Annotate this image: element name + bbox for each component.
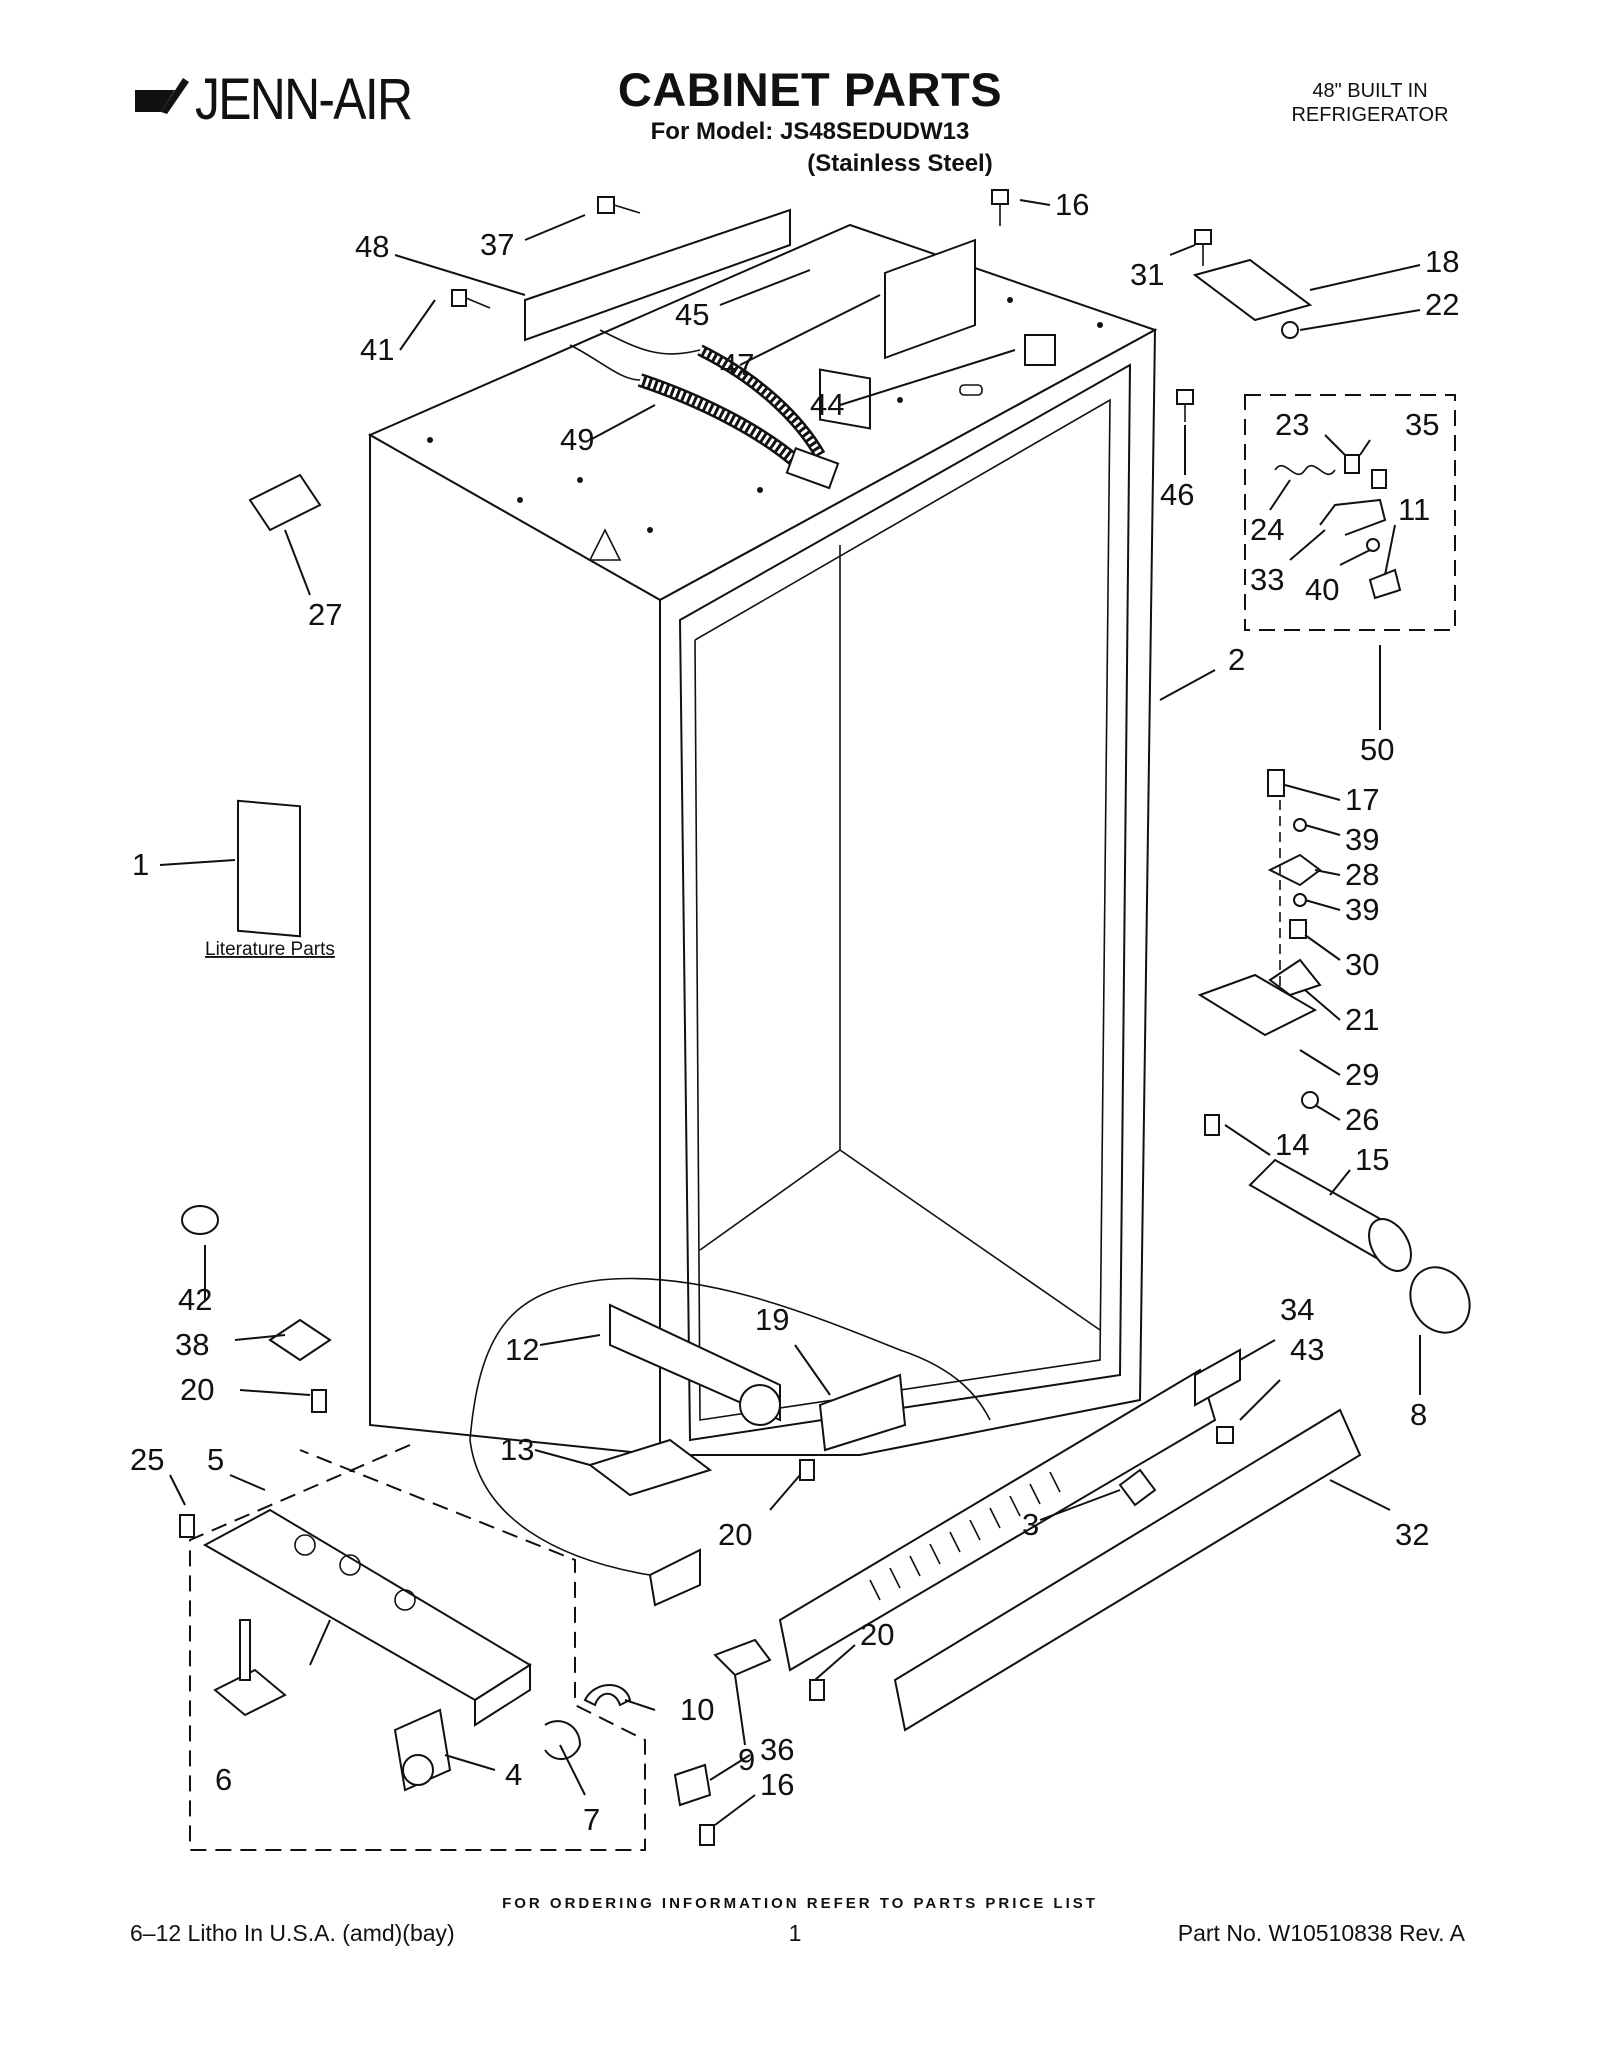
callout-numbers: 1 2 3 4 5 6 7 8 9 10 11 12 13 14 15 16 1… <box>130 187 1459 1837</box>
callout-39-lower: 39 <box>1345 892 1379 927</box>
grille-vents <box>869 1471 1061 1601</box>
callout-23: 23 <box>1275 407 1309 442</box>
roller-wheel <box>393 1708 452 1792</box>
callout-18: 18 <box>1425 244 1459 279</box>
product-type-line1: 48" BUILT IN <box>1312 80 1428 102</box>
base-assembly-box <box>189 1444 646 1851</box>
model-number: For Model: JS48SEDUDW13 <box>650 118 970 145</box>
callout-30: 30 <box>1345 947 1379 982</box>
callout-24: 24 <box>1250 512 1284 547</box>
leader-lines <box>159 199 1421 1826</box>
cabinet-shell <box>367 223 1158 1457</box>
page-number: 1 <box>788 1920 802 1946</box>
grille-screw <box>1216 1426 1234 1444</box>
litho-info: 6–12 Litho In U.S.A. (amd)(bay) <box>130 1920 455 1946</box>
top-trim-panel <box>524 208 791 342</box>
wiring-harness <box>569 329 840 490</box>
machine-compartment <box>469 1277 991 1607</box>
callout-19: 19 <box>755 1302 789 1337</box>
water-filter <box>1248 1158 1471 1334</box>
jenn-air-logo: JENN-AIR <box>131 64 451 134</box>
callout-5: 5 <box>207 1442 224 1477</box>
ordering-note: FOR ORDERING INFORMATION REFER TO PARTS … <box>502 1895 1098 1912</box>
callout-7: 7 <box>583 1802 600 1837</box>
callout-49: 49 <box>560 422 594 457</box>
callout-9: 9 <box>738 1742 755 1777</box>
leveling-leg <box>213 1619 287 1717</box>
top-hinge-bracket <box>1192 258 1313 322</box>
callout-32: 32 <box>1395 1517 1429 1552</box>
callout-36: 36 <box>760 1732 794 1767</box>
callout-16-bottom: 16 <box>760 1767 794 1802</box>
callout-16-top: 16 <box>1055 187 1089 222</box>
callout-26: 26 <box>1345 1102 1379 1137</box>
base-grille <box>893 1408 1362 1732</box>
literature-parts-label: Literature Parts <box>205 939 335 960</box>
callout-4: 4 <box>505 1757 522 1792</box>
clip-9 <box>713 1638 772 1677</box>
callout-22: 22 <box>1425 287 1459 322</box>
hinge-kit-box <box>1244 394 1456 631</box>
callout-1: 1 <box>132 847 149 882</box>
callout-25: 25 <box>130 1442 164 1477</box>
left-small-parts <box>179 473 332 1538</box>
callout-14: 14 <box>1275 1127 1309 1162</box>
callout-34: 34 <box>1280 1292 1314 1327</box>
page-title: CABINET PARTS <box>617 63 1003 116</box>
callout-33: 33 <box>1250 562 1284 597</box>
toe-grille <box>778 1368 1217 1672</box>
base-frame <box>202 1508 532 1727</box>
callout-20-center: 20 <box>718 1517 752 1552</box>
callout-39-upper: 39 <box>1345 822 1379 857</box>
callout-41: 41 <box>360 332 394 367</box>
hinge-nut <box>1281 321 1299 339</box>
callout-21: 21 <box>1345 1002 1379 1037</box>
brand-name: JENN-AIR <box>195 67 413 132</box>
callout-2: 2 <box>1228 642 1245 677</box>
callout-6: 6 <box>215 1762 232 1797</box>
callout-20-lower: 20 <box>860 1617 894 1652</box>
callout-46: 46 <box>1160 477 1194 512</box>
callout-11: 11 <box>1398 492 1430 527</box>
callout-43: 43 <box>1290 1332 1324 1367</box>
callout-8: 8 <box>1410 1397 1427 1432</box>
callout-13: 13 <box>500 1432 534 1467</box>
callout-37: 37 <box>480 227 514 262</box>
callout-47: 47 <box>720 347 754 382</box>
callout-3: 3 <box>1022 1507 1039 1542</box>
callout-31: 31 <box>1130 257 1164 292</box>
callout-45: 45 <box>675 297 709 332</box>
callout-28: 28 <box>1345 857 1379 892</box>
e-clip <box>544 1720 582 1760</box>
part-number: Part No. W10510838 Rev. A <box>1177 1920 1465 1946</box>
screws-lower <box>699 1459 825 1846</box>
callout-40: 40 <box>1305 572 1339 607</box>
jenn-air-logo-icon <box>135 78 189 114</box>
callout-15: 15 <box>1355 1142 1389 1177</box>
grille-knob <box>1118 1468 1157 1507</box>
callout-50: 50 <box>1360 732 1394 767</box>
top-brackets <box>819 238 1056 430</box>
bracket-36 <box>673 1763 712 1807</box>
callout-42: 42 <box>178 1282 212 1317</box>
callout-29: 29 <box>1345 1057 1379 1092</box>
callout-48: 48 <box>355 229 389 264</box>
callout-35: 35 <box>1405 407 1439 442</box>
side-bracket <box>1194 1348 1241 1407</box>
tube-clamp <box>583 1684 632 1707</box>
finish-label: (Stainless Steel) <box>807 150 993 177</box>
callout-10: 10 <box>680 1692 714 1727</box>
screws-top <box>451 189 1212 422</box>
callout-12: 12 <box>505 1332 539 1367</box>
callout-17: 17 <box>1345 782 1379 817</box>
callout-44: 44 <box>810 387 844 422</box>
hinge-kit-parts <box>1274 454 1402 600</box>
callout-38: 38 <box>175 1327 209 1362</box>
callout-27: 27 <box>308 597 342 632</box>
product-type-line2: REFRIGERATOR <box>1291 104 1449 126</box>
door-hinge-stack <box>1197 769 1322 1136</box>
callout-20-left: 20 <box>180 1372 214 1407</box>
